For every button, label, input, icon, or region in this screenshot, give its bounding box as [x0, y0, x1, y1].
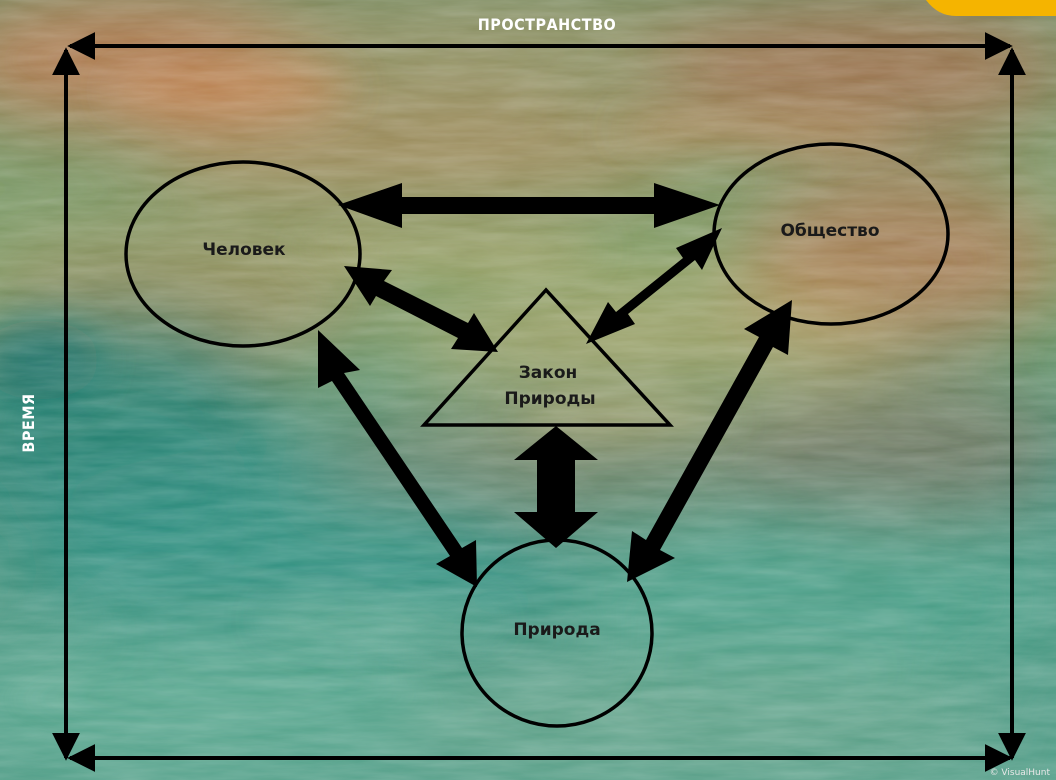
arrow-human-nature [318, 330, 477, 587]
node-law-label-line1: Закон [519, 363, 578, 383]
arrow-law-nature [514, 426, 598, 548]
node-nature-label: Природа [513, 620, 600, 640]
arrow-society-law [586, 228, 722, 344]
corner-accent-shape [926, 0, 1056, 16]
node-human-label: Человек [202, 240, 286, 260]
time-axis-label: ВРЕМЯ [19, 393, 38, 452]
node-human [124, 160, 362, 348]
arrow-human-society [338, 183, 720, 228]
node-society [712, 142, 950, 326]
arrow-society-nature [627, 300, 792, 582]
image-credit: © VisualHunt [990, 768, 1051, 778]
arrow-human-law [344, 266, 498, 352]
space-axis-label: ПРОСТРАНСТВО [478, 15, 617, 34]
node-law-triangle [420, 287, 674, 427]
node-society-label: Общество [780, 221, 879, 241]
connector-arrows [318, 183, 792, 587]
node-nature [460, 538, 654, 728]
node-law-label-line2: Природы [504, 389, 595, 409]
